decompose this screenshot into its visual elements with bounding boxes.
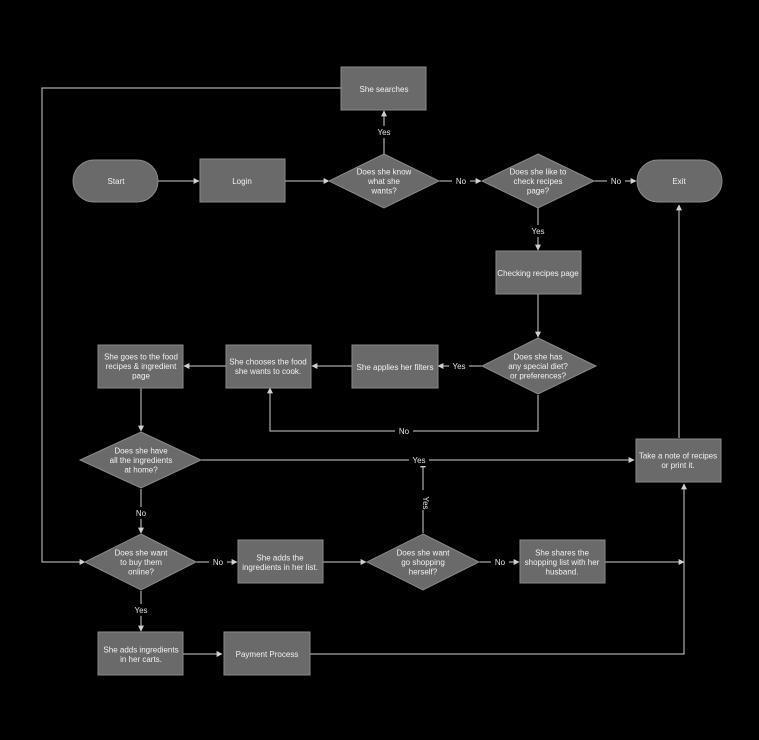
node-payment[interactable]: Payment Process bbox=[223, 631, 311, 676]
edge-labels: Yes No No Yes Yes No Yes No Yes No No Ye… bbox=[131, 126, 625, 616]
edge-searches-buy-online bbox=[41, 87, 341, 565]
node-start-label: Start bbox=[108, 177, 126, 186]
node-exit-label: Exit bbox=[672, 177, 686, 186]
node-start[interactable]: Start bbox=[72, 159, 159, 203]
edge-diet-chooses bbox=[267, 387, 539, 432]
edge-label-know-yes: Yes bbox=[377, 128, 390, 137]
node-login-label: Login bbox=[232, 177, 252, 186]
node-searches-label: She searches bbox=[360, 85, 409, 94]
edge-label-buy-no: No bbox=[213, 558, 224, 567]
edge-label-buy-yes: Yes bbox=[134, 606, 147, 615]
edge-label-shopping-no: No bbox=[495, 558, 506, 567]
node-applies-filters[interactable]: She applies her filters bbox=[351, 344, 439, 389]
node-checking-page[interactable]: Checking recipes page bbox=[495, 250, 582, 295]
edge-payment-note bbox=[310, 483, 687, 655]
node-payment-label: Payment Process bbox=[236, 650, 299, 659]
node-applies-filters-label: She applies her filters bbox=[357, 363, 434, 372]
node-checking-page-label: Checking recipes page bbox=[497, 269, 579, 278]
node-searches[interactable]: She searches bbox=[340, 66, 427, 111]
edge-label-diet-yes: Yes bbox=[452, 362, 465, 371]
edge-label-diet-no: No bbox=[399, 427, 410, 436]
edge-label-have-yes: Yes bbox=[412, 456, 425, 465]
edge-label-shopping-yes: Yes bbox=[421, 496, 430, 509]
node-login[interactable]: Login bbox=[199, 158, 286, 203]
node-exit[interactable]: Exit bbox=[636, 159, 723, 203]
edge-label-check-yes: Yes bbox=[531, 227, 544, 236]
edge-label-know-no: No bbox=[456, 177, 467, 186]
edge-label-have-no: No bbox=[136, 509, 147, 518]
edge-label-check-no: No bbox=[611, 177, 622, 186]
